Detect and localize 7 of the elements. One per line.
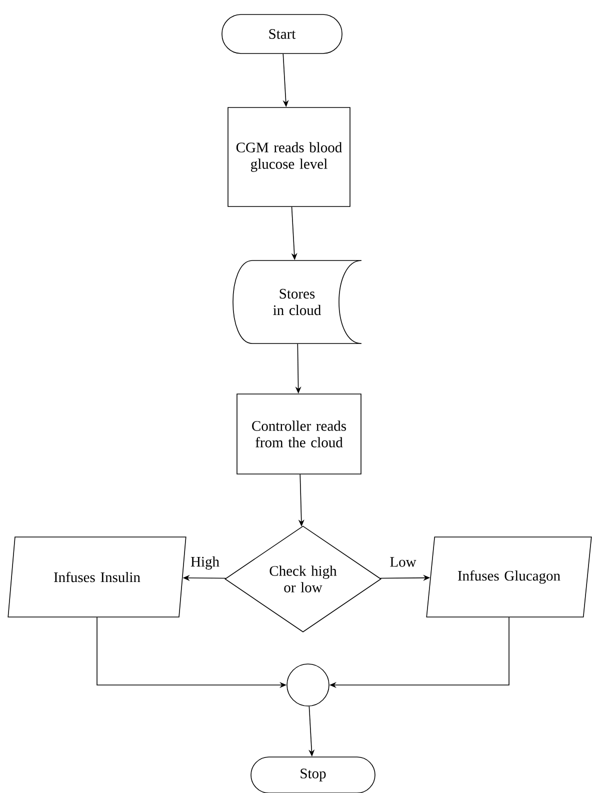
process-box: CGM reads blood glucose level xyxy=(228,107,350,207)
edge-label: Low xyxy=(388,556,418,568)
edge-label: High xyxy=(190,555,220,571)
process-box: Controller reads from the cloud xyxy=(236,394,362,474)
io-parallelogram: Infuses Insulin xyxy=(8,536,186,618)
io-parallelogram: Infuses Glucagon xyxy=(426,536,592,618)
connector-circle xyxy=(286,664,330,706)
